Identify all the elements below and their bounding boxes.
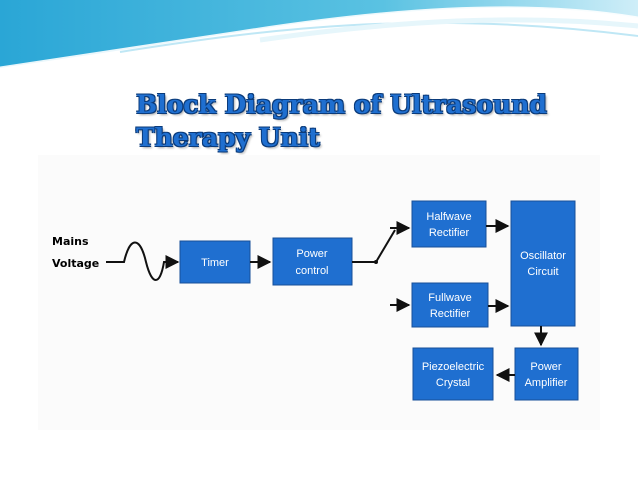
block-power-amplifier-line2: Amplifier [525, 377, 568, 389]
block-timer-label: Timer [201, 257, 229, 269]
block-fullwave-rectifier: Fullwave Rectifier [411, 282, 489, 328]
block-power-control: Power control [272, 237, 353, 286]
block-oscillator-line1: Oscillator [520, 250, 566, 262]
block-fullwave-line2: Rectifier [430, 308, 471, 320]
slide-title-line1: Block Diagram of Ultrasound [136, 90, 547, 119]
header-wave-decoration [0, 0, 638, 70]
block-timer: Timer [179, 240, 251, 284]
block-diagram: Mains Voltage Timer Power control Halfwa… [52, 200, 579, 401]
block-piezoelectric-crystal: Piezoelectric Crystal [412, 347, 494, 401]
slide-title: Block Diagram of Ultrasound Therapy Unit [136, 88, 547, 154]
block-power-amplifier: Power Amplifier [514, 347, 579, 401]
block-fullwave-line1: Fullwave [428, 292, 471, 304]
diagram-panel: Mains Voltage Timer Power control Halfwa… [38, 155, 600, 430]
block-halfwave-line1: Halfwave [426, 211, 471, 223]
block-power-amplifier-line1: Power [530, 361, 562, 373]
block-halfwave-line2: Rectifier [429, 227, 470, 239]
block-piezo-line2: Crystal [436, 377, 470, 389]
block-oscillator-line2: Circuit [527, 266, 558, 278]
ac-sine-wave [106, 241, 180, 281]
block-piezo-line1: Piezoelectric [422, 361, 485, 373]
selector-switch-arm [375, 229, 396, 263]
mains-voltage-label-line1: Mains [52, 235, 89, 248]
slide-title-line2: Therapy Unit [136, 123, 320, 152]
block-oscillator-circuit: Oscillator Circuit [510, 200, 576, 327]
mains-voltage-label-line2: Voltage [52, 257, 99, 270]
block-halfwave-rectifier: Halfwave Rectifier [411, 200, 487, 248]
block-power-control-line2: control [295, 265, 328, 277]
block-power-control-line1: Power [296, 248, 328, 260]
